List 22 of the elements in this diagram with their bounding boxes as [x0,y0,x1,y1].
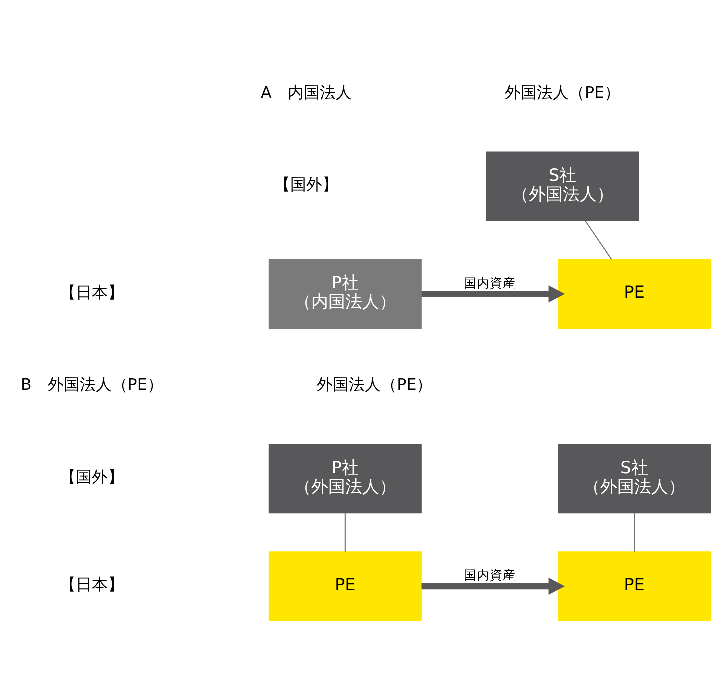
label: 外国法人（PE） [317,374,433,394]
label: 【日本】 [60,282,124,302]
label: B 外国法人（PE） [20,374,164,394]
node-box: S社 （外国法人） [486,151,640,221]
label: 【国外】 [60,467,124,486]
node-box: P社 （外国法人） [268,444,422,514]
arrow [422,577,566,595]
node-box: S社 （外国法人） [558,444,712,514]
node-box: PE [558,551,712,621]
connector [585,220,612,260]
edge-label: 国内資産 [464,274,516,290]
connector [634,512,636,552]
label: 外国法人（PE） [505,82,621,102]
label: 【日本】 [60,574,124,594]
label: A 内国法人 [260,82,352,102]
node-box: PE [268,551,422,621]
connector [344,512,346,552]
node-box: P社 （内国法人） [268,258,422,328]
edge-label: 国内資産 [464,567,516,582]
node-box: PE [558,258,712,328]
label: 【国外】 [274,174,338,194]
arrow [422,285,566,302]
